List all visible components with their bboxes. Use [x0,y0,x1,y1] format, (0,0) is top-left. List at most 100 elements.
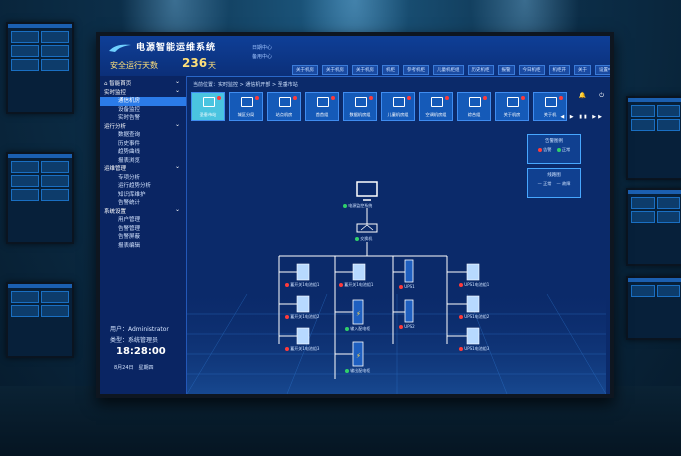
top-nav-item[interactable]: 儿童机柜组 [433,65,464,75]
ups-icon [404,259,414,283]
sidebar-item-alarm-mask[interactable]: 告警屏蔽 [118,234,141,240]
top-nav: 关于机房 关于机房 关于机房 机柜 参考机柜 儿童机柜组 历史机柜 报警 今日机… [292,65,610,75]
side-monitor [6,22,74,114]
safe-days-unit: 天 [208,61,216,70]
alarm-dot [217,96,221,100]
legend-normal: 正常 [556,147,570,153]
node-output-cabinet[interactable]: 输出配电柜 [345,368,370,374]
top-nav-item[interactable]: 机柜 [382,65,399,75]
node-root[interactable]: 电源监控系统 [343,203,372,209]
sidebar-item-data-query[interactable]: 数据查询 [118,132,141,138]
monitor-icon [203,97,215,107]
role-label: 类型：系统管理员 [110,337,159,344]
node-battery[interactable]: 蓄开关1电池组1 [339,282,373,288]
top-nav-item[interactable]: 参考机柜 [403,65,429,75]
power-icon[interactable]: ⏻ [599,92,604,99]
top-nav-item[interactable]: 设置中心 [595,65,610,75]
node-ups[interactable]: UPS2 [399,324,415,329]
svg-text:⚡: ⚡ [356,310,361,318]
top-nav-item[interactable]: 报警 [497,65,515,75]
network-switch-icon [356,223,378,233]
sidebar-group-analysis[interactable]: 运行分析 [100,121,186,132]
sidebar-item-trend-curve[interactable]: 趋势曲线 [118,149,141,155]
node-switch[interactable]: 交换机 [355,236,372,242]
tab-room[interactable]: 空调机房组 [419,92,453,121]
battery-pack-icon [296,327,310,345]
status-dot [343,204,347,208]
tab-room[interactable]: 数据机房组 [343,92,377,121]
node-input-cabinet[interactable]: 输入配电柜 [345,326,370,332]
battery-pack-icon [296,295,310,313]
sidebar-group-monitor[interactable]: 实时监控 [100,87,186,98]
power-cabinet-icon [352,341,364,367]
media-controls[interactable]: ◀ ▶ ▮▮ ▶▶ [560,114,604,120]
clock: 18:28:00 [116,346,166,357]
legend-line: 线路图 — 正常 — 故障 [527,168,581,198]
tab-room[interactable]: 关于机房 [495,92,529,121]
node-battery[interactable]: 蓄开关1电池组1 [285,282,319,288]
app-title: 电源智能运维系统 [136,43,217,53]
node-battery[interactable]: 蓄开关1电池组2 [285,314,319,320]
top-nav-item[interactable]: 机柜开 [548,65,570,75]
monitor-icon [431,97,443,107]
sidebar-group-ops[interactable]: 运维管理 [100,163,186,174]
node-ups-battery[interactable]: UPS1电池组3 [459,346,489,352]
monitor-icon [507,97,519,107]
battery-pack-icon [466,295,480,313]
safe-days-label: 安全运行天数 [110,61,158,70]
sidebar-home[interactable]: ⌂ 智能首页 [100,78,186,89]
topology-diagram: ⚡ ⚡ 电源监控系统 交换机 蓄开关1电池组1 蓄开关1电池组2 蓄开关1电池组… [187,124,610,394]
main-display: 电源智能运维系统 安全运行天数 236 天 日期中心 备用中心 关于机房 关于机… [96,32,614,398]
tab-room[interactable]: 综合组 [457,92,491,121]
alarm-dot [521,96,525,100]
monitor-icon [355,97,367,107]
ups-icon [404,299,414,323]
content-area: 当前位置：实时监控 > 通信机开部 > 圣垂市站 圣垂市站 城区分局 站点机房 … [187,76,610,394]
sidebar-item-knowledge-base[interactable]: 知识库维护 [118,191,146,198]
sidebar-item-report-edit[interactable]: 报表编辑 [118,242,141,249]
node-ups-battery[interactable]: UPS1电池组2 [459,314,489,320]
breadcrumb: 当前位置：实时监控 > 通信机开部 > 圣垂市站 [193,82,298,88]
alarm-dot [293,96,297,100]
sidebar-item-history-events[interactable]: 历史事件 [118,140,141,147]
status-dot [399,285,403,289]
sidebar-item-realtime-alarm[interactable]: 实时告警 [118,115,141,121]
top-nav-item[interactable]: 关于机房 [292,65,318,75]
sidebar-item-special-analysis[interactable]: 专项分析 [118,174,141,181]
tab-room[interactable]: 儿童机房组 [381,92,415,121]
battery-pack-icon [466,327,480,345]
sidebar-item-user-mgmt[interactable]: 用户管理 [118,217,141,223]
top-nav-item[interactable]: 历史机柜 [467,65,494,75]
tab-room[interactable]: 圣垂市站 [191,92,225,121]
sidebar-item-alarm-stats[interactable]: 告警统计 [118,200,141,206]
status-dot [285,347,289,351]
status-dot [345,327,349,331]
sidebar-group-settings[interactable]: 系统设置 [100,206,186,217]
monitor-icon [545,97,557,107]
legend-status: 告警图例 告警 正常 [527,134,581,164]
node-ups-battery[interactable]: UPS1电池组1 [459,282,489,288]
alarm-dot [369,96,373,100]
tab-room[interactable]: 首首组 [305,92,339,121]
sidebar-item-telecom-room[interactable]: 通信机房 [100,97,186,106]
node-battery[interactable]: 蓄开关1电池组3 [285,346,319,352]
battery-pack-icon [352,263,366,281]
sidebar-item-device-monitor[interactable]: 设备监控 [118,106,141,113]
side-monitor [626,188,681,266]
top-nav-item[interactable]: 关于 [574,65,591,75]
sidebar-item-alarm-mgmt[interactable]: 告警管理 [118,225,141,232]
top-nav-item[interactable]: 关于机房 [352,65,378,75]
node-ups[interactable]: UPS1 [399,284,415,289]
tab-room[interactable]: 关于机 [533,92,567,121]
logo-icon [109,44,131,52]
center-info: 日期中心 备用中心 [252,44,272,62]
tab-room[interactable]: 站点机房 [267,92,301,121]
tab-room[interactable]: 城区分局 [229,92,263,121]
top-nav-item[interactable]: 今日机柜 [518,65,545,75]
status-dot [399,325,403,329]
sidebar-item-trend-analysis[interactable]: 运行趋势分析 [118,183,152,189]
bell-icon[interactable]: 🔔 [578,92,586,99]
top-nav-item[interactable]: 关于机房 [322,65,348,75]
topology-lines: ⚡ ⚡ [187,181,606,394]
sidebar-item-report-browse[interactable]: 报表浏览 [118,157,141,164]
